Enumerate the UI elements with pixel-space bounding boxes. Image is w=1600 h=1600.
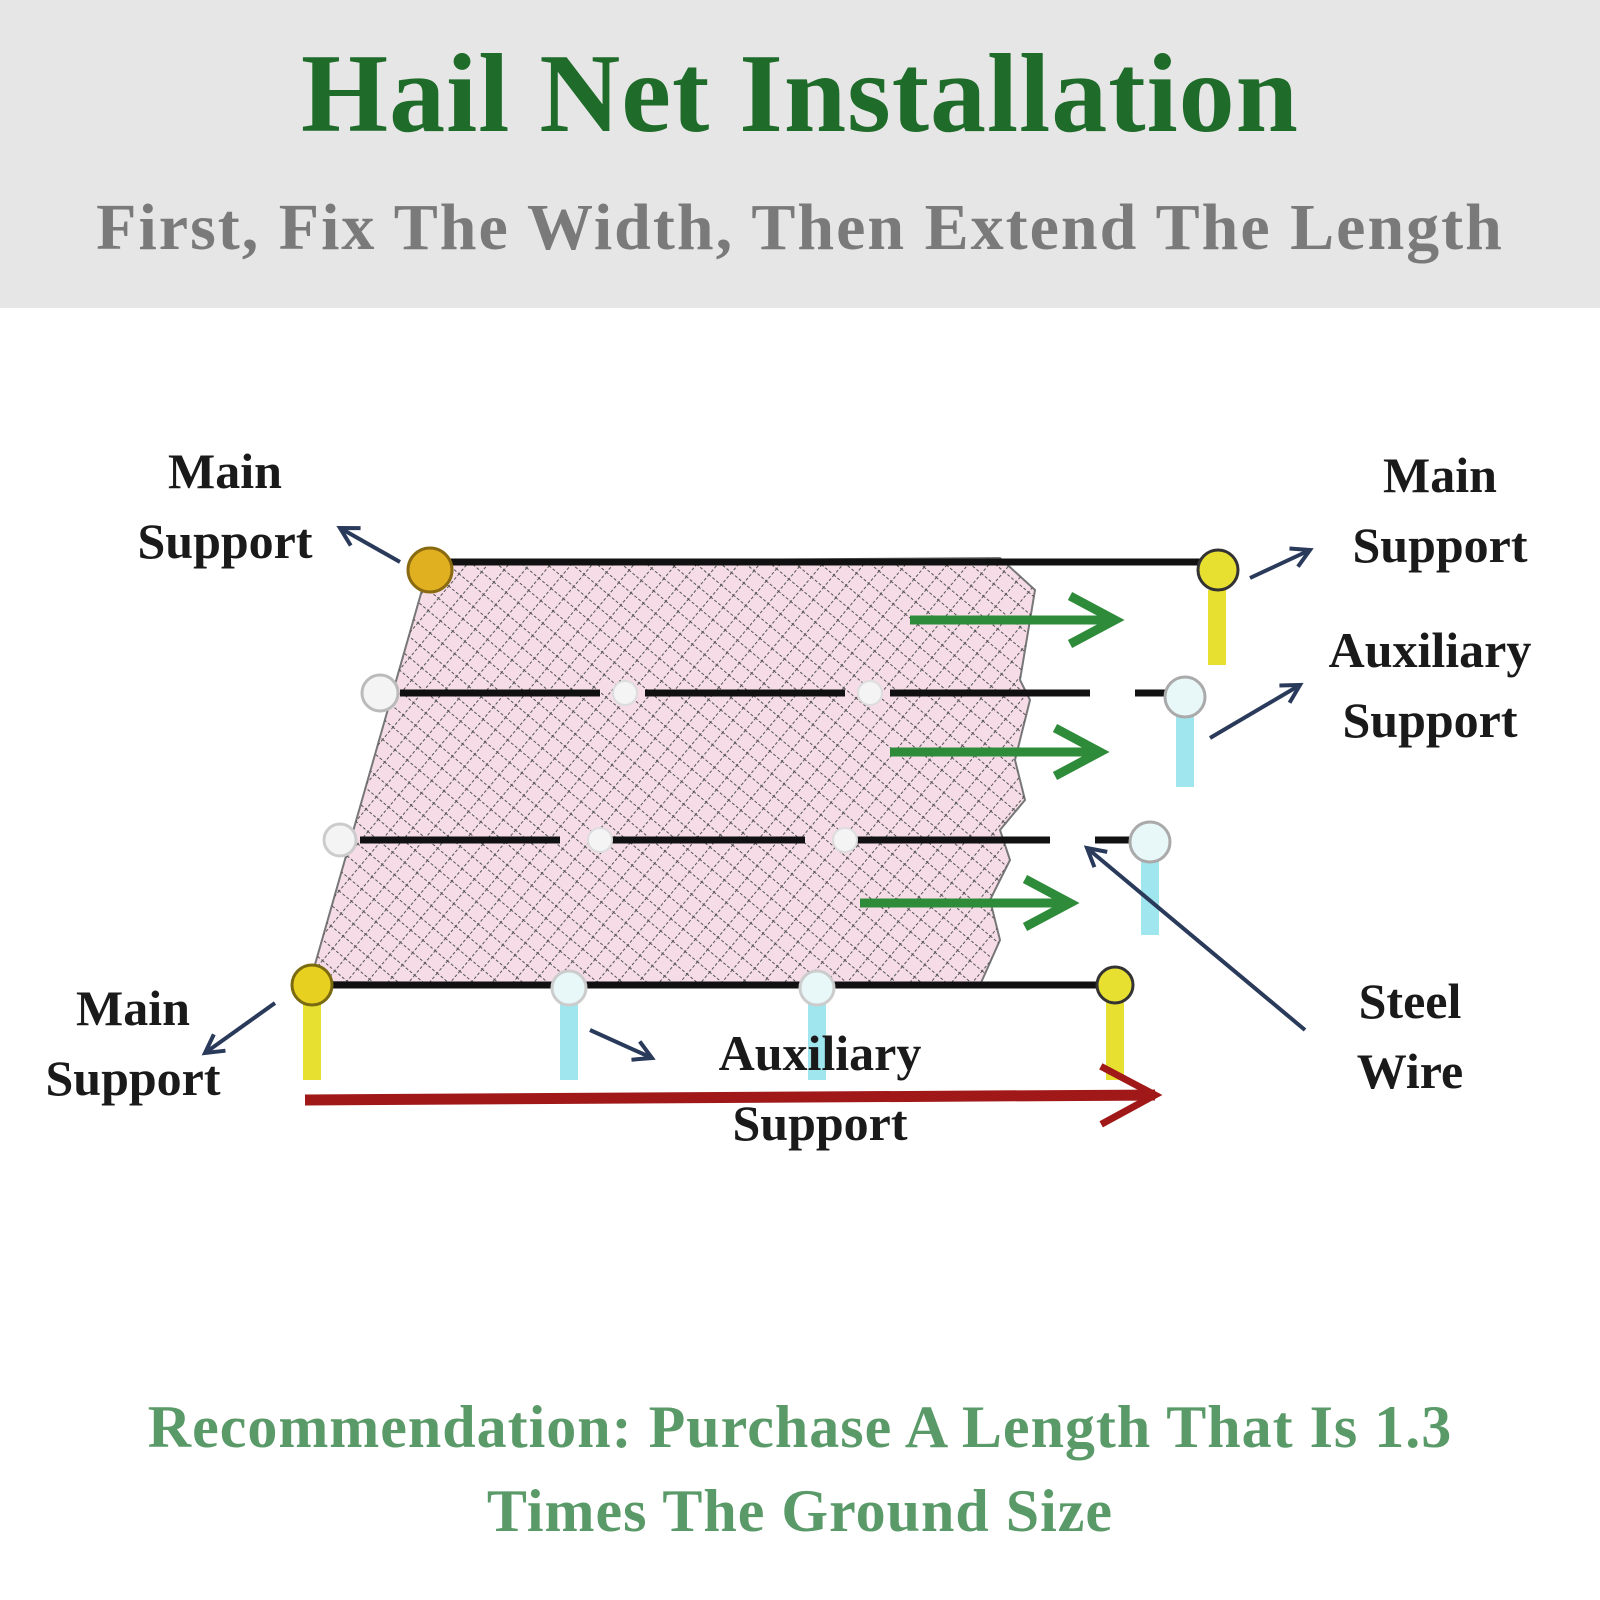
label-line: Support	[137, 513, 313, 569]
header-banner: Hail Net Installation First, Fix The Wid…	[0, 0, 1600, 308]
label-pointers	[205, 528, 1310, 1058]
label-line: Wire	[1356, 1043, 1464, 1099]
recommendation-text: Recommendation: Purchase A Length That I…	[0, 1385, 1600, 1553]
label-line: Main	[168, 443, 282, 499]
label-main-support-bottom-left: Main Support	[8, 973, 258, 1113]
label-auxiliary-support-bottom: Auxiliary Support	[685, 1018, 955, 1158]
main-post-bottom-right	[1106, 1000, 1124, 1080]
label-line: Steel	[1358, 973, 1462, 1029]
recommendation-line-2: Times The Ground Size	[486, 1478, 1114, 1544]
main-post-top-left-cap	[406, 546, 454, 594]
label-line: Main	[76, 980, 190, 1036]
extend-arrows	[860, 592, 1125, 931]
main-post-bottom-left	[303, 992, 321, 1080]
label-line: Auxiliary	[718, 1025, 922, 1081]
recommendation-line-1: Recommendation: Purchase A Length That I…	[147, 1394, 1453, 1460]
label-main-support-top-left: Main Support	[100, 436, 350, 576]
label-main-support-top-right: Main Support	[1310, 440, 1570, 580]
main-post-top-right-cap	[1196, 548, 1240, 592]
length-arrow	[304, 1063, 1163, 1128]
label-line: Support	[732, 1095, 908, 1151]
net	[308, 556, 1037, 987]
label-line: Support	[1352, 517, 1528, 573]
main-post-bottom-right-cap	[1095, 965, 1135, 1005]
label-line: Support	[1342, 692, 1518, 748]
steel-wires	[312, 558, 1218, 989]
label-auxiliary-support-right: Auxiliary Support	[1300, 615, 1560, 755]
page-title: Hail Net Installation	[301, 32, 1299, 156]
label-steel-wire: Steel Wire	[1300, 966, 1520, 1106]
label-line: Main	[1383, 447, 1497, 503]
label-line: Auxiliary	[1328, 622, 1532, 678]
auxiliary-supports	[322, 673, 1207, 1080]
main-post-right-top	[1208, 590, 1226, 665]
label-line: Support	[45, 1050, 221, 1106]
page-subtitle: First, Fix The Width, Then Extend The Le…	[96, 191, 1504, 264]
main-supports	[290, 546, 1240, 1080]
main-post-bottom-left-cap	[290, 963, 334, 1007]
